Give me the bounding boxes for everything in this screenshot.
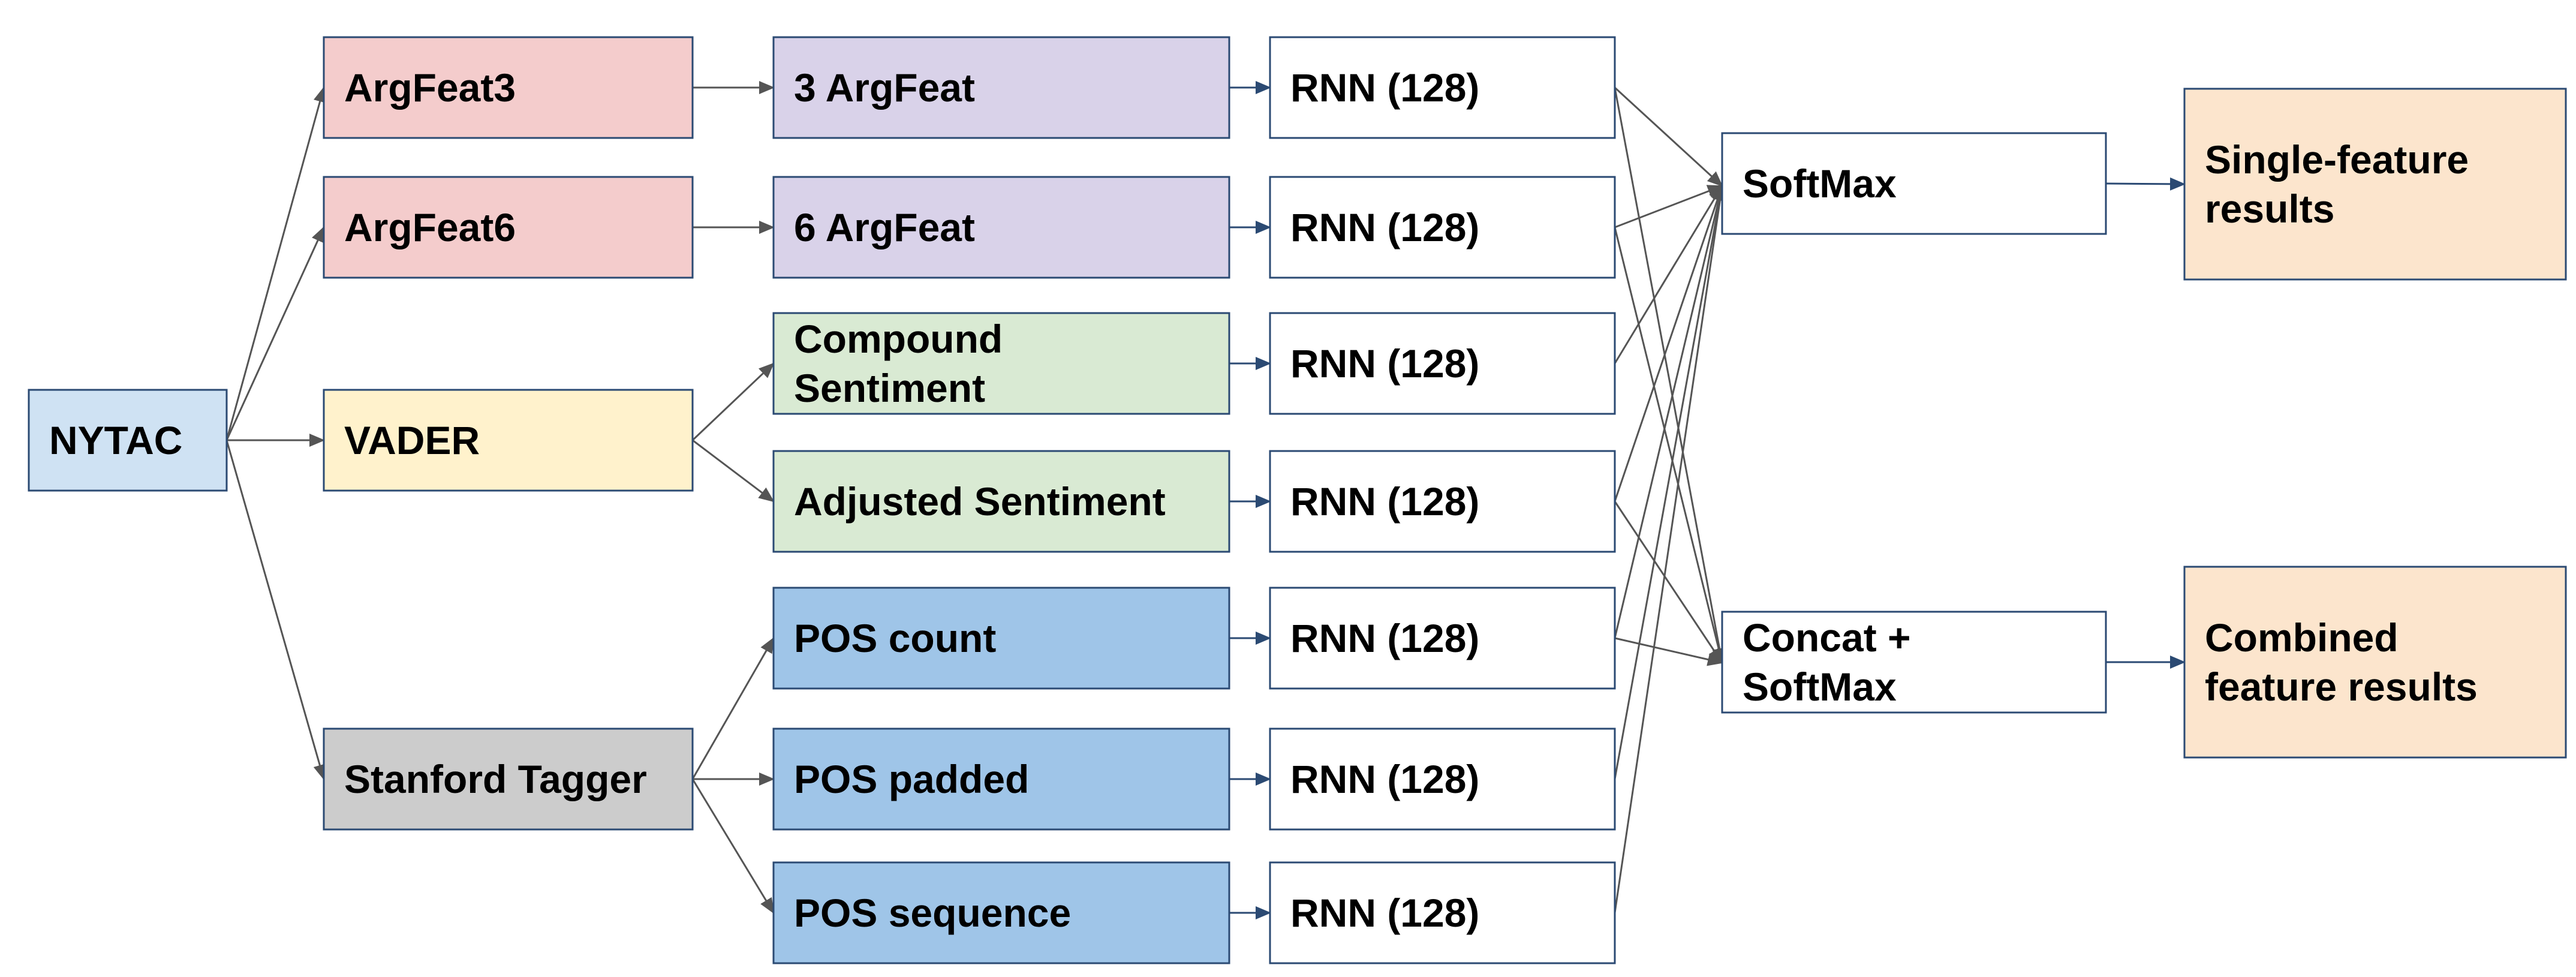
node-label: Adjusted Sentiment [794,479,1166,524]
node-rnn-1: RNN (128) [1269,36,1616,139]
node-box [772,176,1230,279]
edge-rnn-5-to-concat-softmax [1614,637,1723,666]
node-pos-count: POS count [772,587,1230,690]
node-label: RNN (128) [1290,479,1479,524]
node-single-results: Single-feature results [2183,88,2567,281]
node-pos-padded: POS padded [772,728,1230,831]
node-argfeat6: ArgFeat6 [323,176,694,279]
node-box [1721,611,2107,714]
node-label: SoftMax [1743,161,1897,206]
node-box [323,728,694,831]
node-label: RNN (128) [1290,65,1479,110]
node-vader: VADER [323,389,694,492]
node-rnn-6: RNN (128) [1269,728,1616,831]
node-box [1721,132,2107,235]
edge-rnn-3-to-softmax [1614,185,1723,364]
edge-stanford-tagger-to-pos-sequence [691,778,775,914]
edge-nytac-to-argfeat3 [225,86,327,441]
node-box [1269,312,1616,415]
edge-stanford-tagger-to-pos-count [691,637,775,780]
node-label: Single-feature [2205,137,2469,182]
node-label: RNN (128) [1290,891,1479,935]
edge-rnn-6-to-softmax [1614,185,1726,780]
edge-rnn-2-to-softmax [1614,185,1723,229]
node-box [1269,587,1616,690]
node-label: Sentiment [794,366,985,410]
node-box [2183,566,2567,759]
node-label: 3 ArgFeat [794,65,975,110]
node-box [772,861,1230,964]
node-box [772,587,1230,690]
node-label: ArgFeat3 [344,65,516,110]
node-box [1269,861,1616,964]
node-rnn-4: RNN (128) [1269,450,1616,553]
node-label: Combined [2205,615,2399,660]
edge-nytac-to-stanford-tagger [225,440,326,780]
node-nytac: NYTAC [28,389,228,492]
edge-rnn-1-to-softmax [1614,86,1723,187]
node-three-argfeat: 3 ArgFeat [772,36,1230,139]
node-softmax: SoftMax [1721,132,2107,235]
node-label: RNN (128) [1290,341,1479,386]
edge-rnn-7-to-softmax [1614,185,1727,913]
node-box [28,389,228,492]
node-box [1269,728,1616,831]
node-rnn-7: RNN (128) [1269,861,1616,964]
edge-rnn-5-to-softmax [1614,185,1726,639]
node-label: feature results [2205,665,2478,709]
node-six-argfeat: 6 ArgFeat [772,176,1230,279]
edge-vader-to-compound-sentiment [691,362,775,441]
node-label: POS sequence [794,891,1071,935]
node-rnn-2: RNN (128) [1269,176,1616,279]
node-label: RNN (128) [1290,205,1479,249]
node-box [2183,88,2567,281]
node-box [323,176,694,279]
node-label: RNN (128) [1290,616,1479,660]
node-box [1269,36,1616,139]
edge-rnn-1-to-concat-softmax [1614,87,1726,664]
edge-rnn-4-to-softmax [1614,185,1724,502]
node-rnn-3: RNN (128) [1269,312,1616,415]
node-label: VADER [344,418,480,462]
node-label: POS count [794,616,996,660]
node-label: Compound [794,317,1003,361]
node-box [772,728,1230,831]
node-pos-sequence: POS sequence [772,861,1230,964]
edge-rnn-4-to-concat-softmax [1614,501,1723,664]
node-label: NYTAC [49,418,182,462]
edge-vader-to-adjusted-sentiment [692,439,775,503]
node-box [1269,450,1616,553]
node-stanford-tagger: Stanford Tagger [323,728,694,831]
node-concat-softmax: Concat + SoftMax [1721,611,2107,714]
edges-layer [225,81,2186,919]
node-adjusted-sentiment: Adjusted Sentiment [772,450,1230,553]
node-box [323,389,694,492]
node-label: POS padded [794,757,1029,801]
edge-rnn-2-to-concat-softmax [1614,227,1725,664]
node-label: ArgFeat6 [344,205,516,249]
node-label: Concat + [1743,615,1911,660]
node-label: RNN (128) [1290,757,1479,801]
node-box [772,36,1230,139]
node-label: results [2205,187,2334,231]
node-label: Stanford Tagger [344,757,647,801]
edge-nytac-to-argfeat6 [225,226,325,441]
node-combined-results: Combined feature results [2183,566,2567,759]
node-label: SoftMax [1743,665,1897,709]
node-argfeat3: ArgFeat3 [323,36,694,139]
node-box [772,312,1230,415]
node-rnn-5: RNN (128) [1269,587,1616,690]
node-box [772,450,1230,553]
node-box [1269,176,1616,279]
node-label: 6 ArgFeat [794,205,975,249]
node-box [323,36,694,139]
